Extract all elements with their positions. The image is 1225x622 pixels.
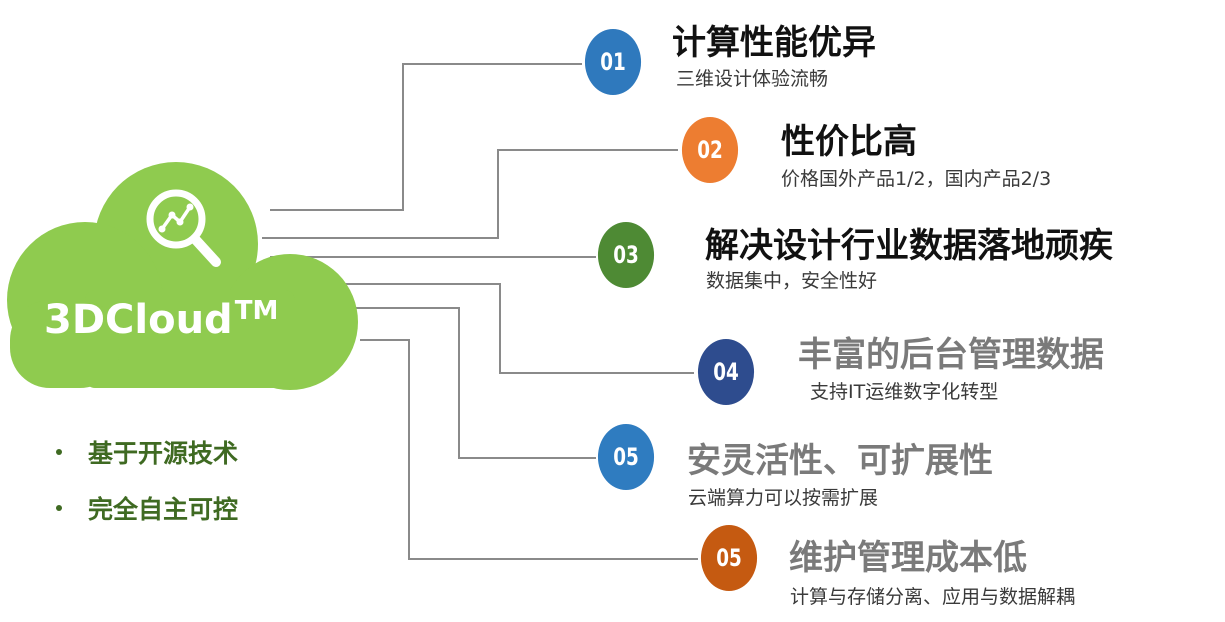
bullet-dot [56,449,62,455]
item-subtitle-6: 计算与存储分离、应用与数据解耦 [790,586,1076,608]
item-title-3: 解决设计行业数据落地顽疾 [705,226,1113,266]
item-title-2: 性价比高 [781,122,917,162]
item-subtitle-2: 价格国外产品1/2，国内产品2/3 [781,168,1052,190]
feature-bullets: 基于开源技术 完全自主可控 [56,424,238,536]
search-chart-icon [146,189,221,267]
trademark-mark: TM [234,296,279,326]
brand-name: 3DCloud [44,297,233,343]
item-title-4: 丰富的后台管理数据 [798,335,1104,375]
number-badge-1: 01 [584,29,642,95]
item-title-1: 计算性能优异 [672,23,876,63]
number-badge-4: 04 [697,339,755,405]
number-badge-5: 05 [597,424,655,490]
number-badge-2: 02 [681,117,739,183]
item-subtitle-1: 三维设计体验流畅 [676,68,829,90]
item-subtitle-4: 支持IT运维数字化转型 [810,381,999,403]
bullet-text: 基于开源技术 [88,439,239,468]
connector-line-1 [270,63,582,211]
number-badge-3: 03 [597,222,655,288]
item-subtitle-5: 云端算力可以按需扩展 [688,487,879,509]
connector-line-6 [360,339,698,560]
number-badge-6: 05 [700,525,758,591]
item-title-6: 维护管理成本低 [789,538,1027,578]
bullet-dot [56,505,62,511]
bullet-item: 完全自主可控 [56,480,238,536]
item-title-5: 安灵活性、可扩展性 [687,441,993,481]
connector-line-2 [262,149,678,239]
connector-line-5 [350,307,596,459]
item-subtitle-3: 数据集中，安全性好 [706,270,878,292]
connector-line-4 [340,283,694,374]
brand-logo: 3DCloudTM [44,296,344,343]
bullet-item: 基于开源技术 [56,424,238,480]
bullet-text: 完全自主可控 [88,495,239,524]
